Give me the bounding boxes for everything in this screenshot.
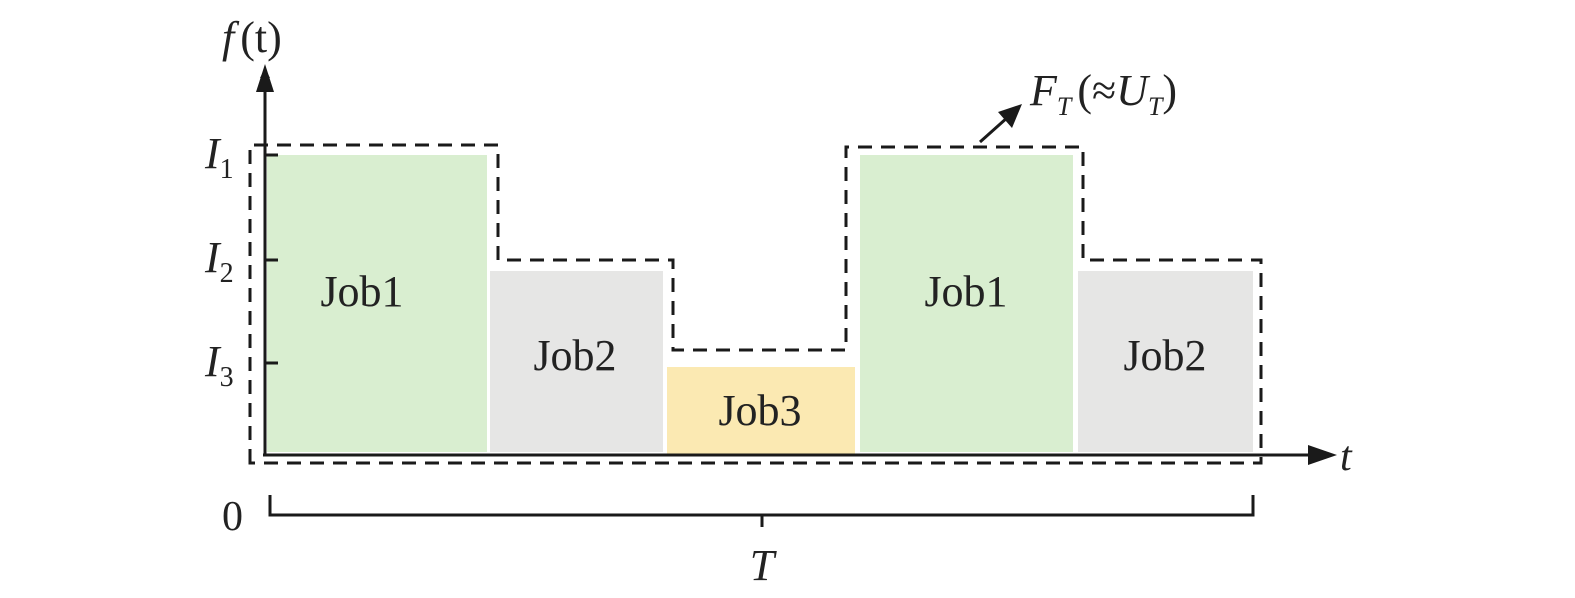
level-label-i2: I2 <box>204 233 234 289</box>
level-label-i3: I3 <box>204 337 234 393</box>
x-axis-arrow-icon <box>1308 445 1337 465</box>
job-label-4: Job1 <box>924 267 1007 316</box>
x-axis-label: t <box>1340 434 1353 480</box>
origin-label: 0 <box>222 494 243 540</box>
job-label-1: Job1 <box>320 267 403 316</box>
job-label-2: Job2 <box>533 331 616 380</box>
envelope-dashed-outline <box>248 143 1263 465</box>
annotation-arrow <box>979 115 1009 144</box>
annotation-arrow-icon <box>998 104 1022 128</box>
period-bracket <box>268 495 1255 527</box>
y-axis-arrow-icon <box>256 64 274 92</box>
level-label-i1: I1 <box>204 129 234 185</box>
job-bar-4 <box>860 155 1073 452</box>
job-bar-3 <box>667 367 855 454</box>
job-bar-1 <box>267 155 487 452</box>
job-bar-2 <box>490 271 663 452</box>
job-bar-5 <box>1078 271 1253 452</box>
job-label-5: Job2 <box>1123 331 1206 380</box>
job-label-3: Job3 <box>718 386 801 435</box>
y-axis-label: f(t) <box>222 13 282 62</box>
period-label: T <box>750 541 778 590</box>
envelope-label: FT(≈UT) <box>1029 66 1177 121</box>
